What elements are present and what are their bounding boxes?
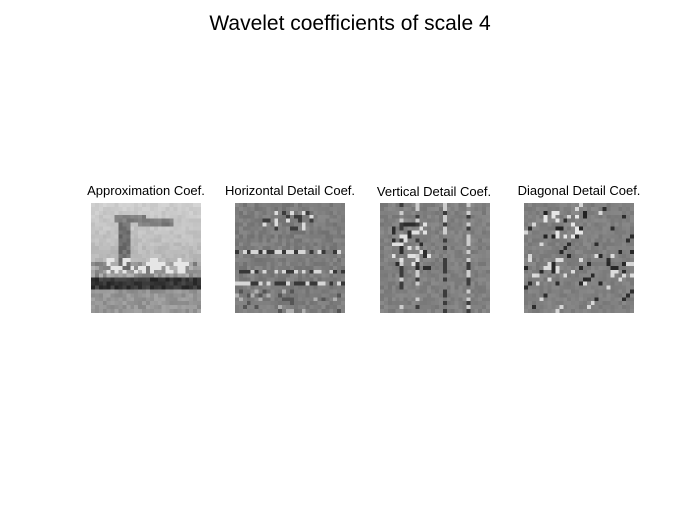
diagonal-detail-coef-label: Diagonal Detail Coef. <box>517 183 641 198</box>
figure-title: Wavelet coefficients of scale 4 <box>209 12 491 35</box>
approximation-coef-label: Approximation Coef. <box>87 183 205 198</box>
horizontal-detail-coef-label: Horizontal Detail Coef. <box>224 183 356 198</box>
approximation-coef-image <box>91 203 201 313</box>
horizontal-detail-coef-image <box>235 203 345 313</box>
vertical-detail-coef-label: Vertical Detail Coef. <box>376 184 492 199</box>
vertical-detail-coef-image <box>380 203 490 313</box>
diagonal-detail-coef-image <box>524 203 634 313</box>
